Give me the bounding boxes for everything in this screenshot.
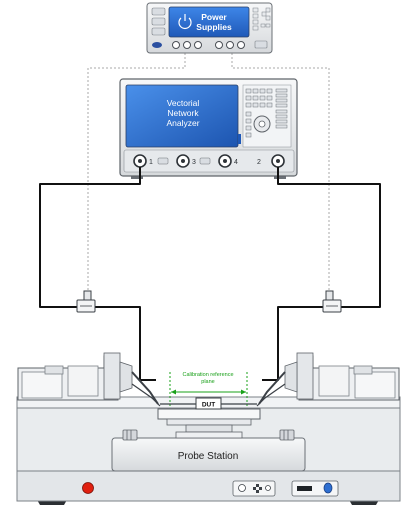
probe-positioner-left bbox=[17, 352, 161, 407]
calibration-label-line1: Calibration reference bbox=[182, 372, 233, 378]
control-knob-icon[interactable] bbox=[238, 484, 246, 492]
vna-label-line2: Network bbox=[167, 108, 199, 118]
calibration-label-line2: plane bbox=[201, 379, 214, 385]
power-supply-display bbox=[168, 6, 250, 38]
emergency-stop-button[interactable] bbox=[82, 482, 94, 494]
dc-line-right bbox=[231, 53, 330, 292]
vector-network-analyzer: Vectorial Network Analyzer 1 bbox=[119, 78, 298, 177]
vna-port-label-4: 4 bbox=[234, 159, 238, 166]
vna-port-label-3: 3 bbox=[192, 159, 196, 166]
brand-logo-icon bbox=[152, 42, 162, 48]
dc-line-left bbox=[87, 53, 186, 292]
station-display-slot bbox=[297, 486, 312, 491]
power-supply-keypad bbox=[252, 7, 271, 31]
power-supplies-label-line1: Power bbox=[201, 12, 227, 22]
power-icon bbox=[178, 14, 192, 29]
probe-station-label: Probe Station bbox=[178, 451, 239, 462]
vna-label-line3: Analyzer bbox=[166, 118, 199, 128]
power-supplies-label-line2: Supplies bbox=[196, 22, 232, 32]
rf-cables bbox=[39, 167, 381, 381]
stage-knobs bbox=[122, 429, 295, 441]
direction-pad-icon[interactable] bbox=[253, 484, 262, 493]
power-supplies-unit: Power Supplies bbox=[146, 2, 273, 54]
vna-label-line1: Vectorial bbox=[167, 98, 200, 108]
power-supply-dc-lines bbox=[87, 53, 330, 292]
vna-feet bbox=[131, 175, 286, 179]
vna-port-label-1: 1 bbox=[149, 159, 153, 166]
calibration-reference-plane: Calibration reference plane bbox=[169, 372, 248, 408]
dut-label: DUT bbox=[202, 402, 215, 409]
vna-port-label-2: 2 bbox=[257, 159, 261, 166]
bias-tee-left bbox=[76, 290, 96, 313]
device-under-test: DUT bbox=[160, 397, 257, 410]
cable-port2-to-bias-tee-right bbox=[277, 167, 381, 308]
power-supply-outputs bbox=[172, 41, 245, 49]
vna-control-panel bbox=[238, 84, 292, 148]
cable-bias-tee-left-to-probe bbox=[95, 306, 156, 381]
station-status-led bbox=[323, 482, 333, 494]
cable-bias-tee-right-to-probe bbox=[262, 306, 323, 381]
bias-tee-right bbox=[322, 290, 342, 313]
probe-station-control-panel bbox=[232, 480, 339, 497]
vna-display bbox=[125, 84, 239, 148]
wafer-chuck bbox=[157, 408, 261, 439]
cable-port1-to-bias-tee-left bbox=[39, 167, 141, 308]
probe-positioner-right bbox=[256, 352, 400, 407]
